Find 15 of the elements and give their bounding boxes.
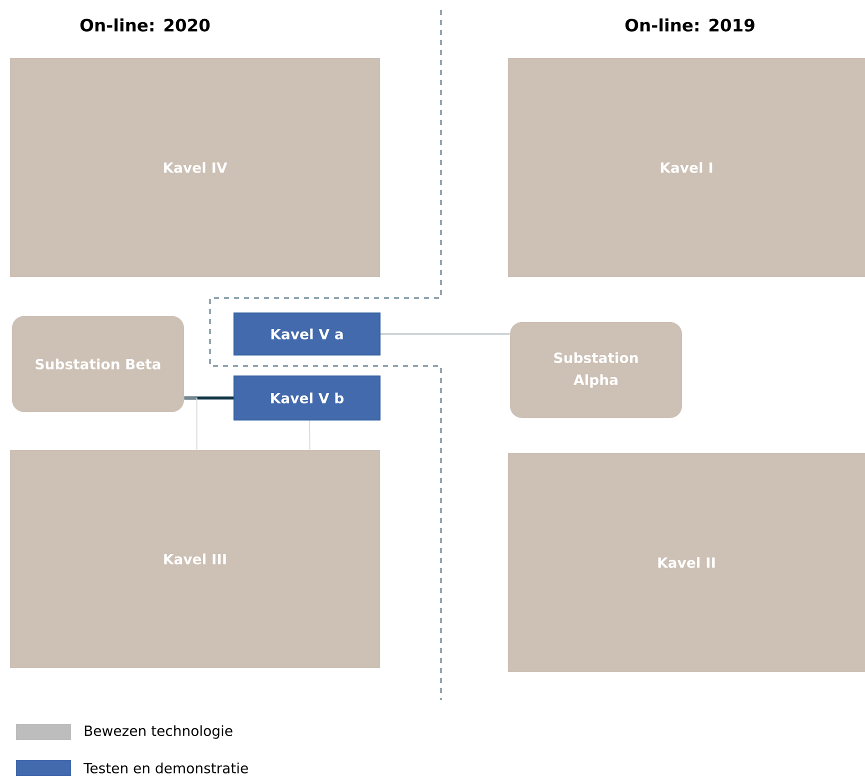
test-plot-box: Kavel V a: [234, 312, 380, 356]
connector-line: [309, 420, 310, 450]
connector-line: [184, 396, 234, 400]
legend-label: Bewezen technologie: [84, 725, 232, 739]
legend-label: Testen en demonstratie: [84, 762, 248, 774]
column-heading: On-line: 2020: [80, 18, 210, 32]
plot-area-box: Kavel II: [508, 453, 865, 672]
substation-box: Substation Beta: [12, 316, 184, 412]
plot-area-box: Kavel IV: [10, 58, 380, 277]
test-plot-box: Kavel V b: [234, 376, 380, 420]
plot-area-box: Kavel III: [10, 450, 380, 668]
plot-area-box: Kavel I: [508, 58, 865, 277]
substation-box: Substation Alpha: [510, 322, 682, 418]
column-heading: On-line: 2019: [625, 18, 754, 32]
connector-line: [184, 398, 198, 450]
